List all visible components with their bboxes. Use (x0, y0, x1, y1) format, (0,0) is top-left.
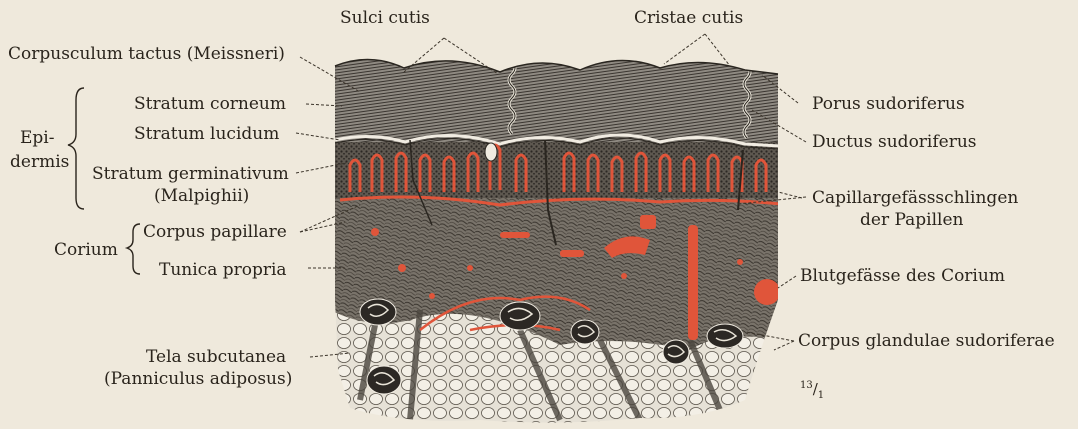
label-corpus-glandulae: Corpus glandulae sudoriferae (798, 331, 1055, 351)
label-epidermis-line1: Epi- (20, 128, 54, 148)
label-stratum-lucidum: Stratum lucidum (134, 124, 279, 144)
label-panniculus-adiposus: (Panniculus adiposus) (104, 369, 292, 389)
label-corium: Corium (54, 240, 118, 260)
magnification-numerator: 13 (800, 380, 813, 391)
label-ductus-sudoriferus: Ductus sudoriferus (812, 132, 977, 152)
label-malpighii: (Malpighii) (154, 186, 249, 206)
label-blutgefaesse-corium: Blutgefässe des Corium (800, 266, 1005, 286)
label-tunica-propria: Tunica propria (159, 260, 287, 280)
magnification-label: 13/1 (800, 376, 824, 406)
label-porus-sudoriferus: Porus sudoriferus (812, 94, 965, 114)
label-sulci-cutis: Sulci cutis (340, 8, 430, 28)
label-capillargefaesse: Capillargefässschlingen (812, 188, 1018, 208)
label-der-papillen: der Papillen (860, 210, 964, 230)
label-corpus-papillare: Corpus papillare (143, 222, 287, 242)
label-stratum-corneum: Stratum corneum (134, 94, 286, 114)
label-epidermis-line2: dermis (10, 152, 69, 172)
label-tela-subcutanea: Tela subcutanea (146, 347, 286, 367)
magnification-denominator: 1 (818, 390, 824, 401)
label-stratum-germinativum: Stratum germinativum (92, 164, 289, 184)
label-corpusculum-tactus: Corpusculum tactus (Meissneri) (8, 44, 285, 64)
label-cristae-cutis: Cristae cutis (634, 8, 743, 28)
